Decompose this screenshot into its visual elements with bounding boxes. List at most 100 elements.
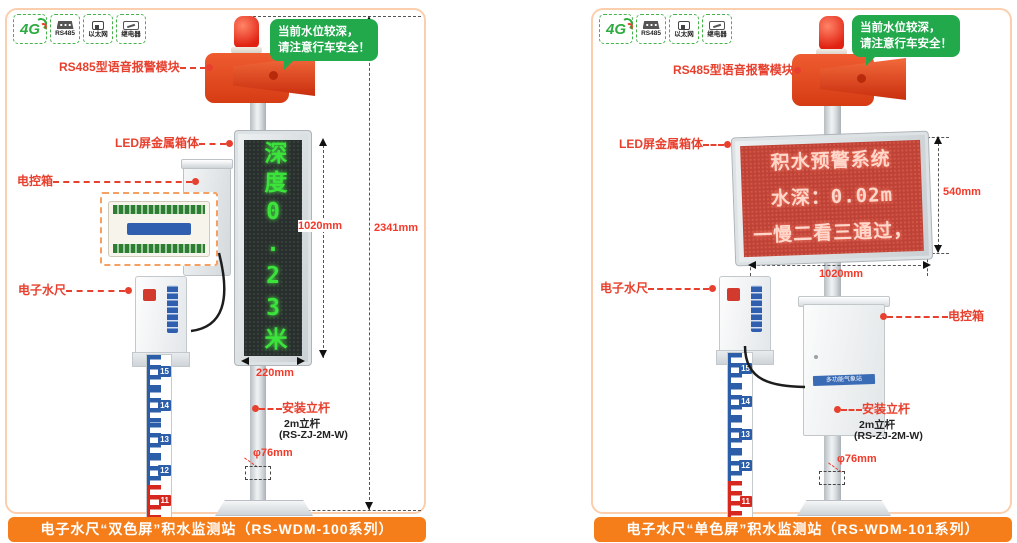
arrow-down-icon [934,245,942,253]
leader-dot [125,287,132,294]
relay-icon [709,20,725,30]
leader-dot [206,64,213,71]
ethernet-port-icon [678,20,690,30]
water-gauge-label-row: 电子水尺 [18,284,132,297]
speaker-label: RS485型语音报警模块 [673,63,794,77]
pole-label-row: 安装立杆 [252,402,330,415]
alarm-beacon-light [819,16,844,50]
controller-inset [100,192,218,266]
bottom-reference-line [247,510,421,511]
ruler-number: 13 [739,428,752,440]
arrow-up-icon [319,138,327,146]
pole-diameter-dimension: φ76mm [253,447,293,459]
leader-line [648,287,709,290]
sensor-cable [743,345,806,389]
badge-rs485: RS485 [50,14,80,44]
speaker-label-row: RS485型语音报警模块 [673,64,801,77]
arrow-left-icon [241,357,249,365]
control-cabinet: 多功能气象站 [803,304,885,436]
ruler-segment: 12 [728,451,752,481]
ruler-segment: 15 [728,353,752,385]
pole-model: (RS-ZJ-2M-W) [279,429,348,441]
badge-ethernet-label: 以太网 [674,30,694,38]
pole-label: 安装立杆 [281,401,330,415]
total-height-dimension-line [369,18,370,510]
led-display-box: 积水预警系统 水深：0.02m 一慢二看三通过， [730,130,934,267]
4g-icon: 4G [606,16,634,37]
speaker-driver [857,74,866,83]
water-ruler: 15 14 13 12 11 [146,354,172,518]
ruler-number: 11 [739,496,752,507]
pole-label: 安装立杆 [861,402,910,416]
pole-spec: 2m立杆 [284,418,321,430]
arrow-up-icon [934,136,942,144]
control-box-label: 电控箱 [947,309,984,323]
led-box-label: LED屏金属箱体 [619,137,704,151]
beacon-base [816,49,847,55]
relay-icon [123,20,139,30]
screen-width-dimension-line [752,265,926,266]
ruler-segment: 12 [147,456,171,485]
ruler-number: 12 [158,464,171,476]
terminal-block-bottom [112,243,206,253]
warning-line-2: 请注意行车安全！ [278,42,370,54]
arrow-right-icon [923,261,931,269]
4g-icon: 4G [20,16,48,37]
arrow-left-icon [748,261,756,269]
badge-rs485: RS485 [636,14,666,44]
badge-ethernet: 以太网 [83,14,113,44]
pole-label-row: 安装立杆 [834,403,910,416]
base-plate [797,500,891,516]
dim-tick [927,253,949,254]
water-gauge-label: 电子水尺 [600,281,649,295]
panel-dual-color-station: 4G RS485 以太网 继电器 2341mm 当前水位较深， 请注意行车安全！… [5,8,426,518]
led-box-label: LED屏金属箱体 [115,136,200,150]
ruler-number: 15 [739,363,752,374]
rs485-connector-icon [642,21,660,29]
water-gauge-label-row: 电子水尺 [600,282,716,295]
ruler-segment: 14 [147,388,171,423]
leader-dot [226,140,233,147]
screen-height-dimension: 540mm [943,186,981,198]
ruler-number: 14 [158,399,171,411]
beacon-base [231,47,262,53]
water-ruler: 15 14 13 12 11 [727,352,753,523]
base-plate [215,500,313,516]
controller-label-strip [126,222,192,236]
cabinet-lock [814,355,818,359]
badge-relay: 继电器 [702,14,732,44]
badge-ethernet-label: 以太网 [88,30,108,38]
screen-width-dimension: 1020mm [819,268,864,280]
screen-height-dimension-line [323,140,324,358]
arrow-down-icon [365,502,373,510]
pole-model: (RS-ZJ-2M-W) [854,430,923,442]
rtu-controller [107,201,211,257]
screen-height-dimension: 1020mm [298,220,343,232]
pole-diameter-box [245,466,271,480]
gauge-indicator-strip [751,284,762,332]
warning-speech-bubble: 当前水位较深， 请注意行车安全！ [270,19,378,70]
ethernet-port-icon [92,20,104,30]
arrow-down-icon [319,350,327,358]
badge-ethernet: 以太网 [669,14,699,44]
pole-spec: 2m立杆 [859,419,896,431]
warning-speech-bubble: 当前水位较深， 请注意行车安全！ [852,15,960,66]
alarm-beacon-light [234,16,259,48]
screen-width-dimension: 220mm [256,367,294,379]
ruler-number: 12 [739,460,752,471]
led-screen: 深度0.23米 [244,140,302,356]
ruler-number: 11 [158,495,171,506]
badge-relay-label: 继电器 [121,30,141,38]
product-banner-left: 电子水尺“双色屏”积水监测站（RS-WDM-100系列） [8,517,426,542]
arrow-right-icon [297,357,305,365]
control-box-label-row: 电控箱 [17,175,199,188]
control-box-label-row: 电控箱 [880,310,984,323]
leader-line [179,66,206,69]
warning-line-2: 请注意行车安全！ [860,38,952,50]
ruler-segment: 15 [147,355,171,388]
ruler-segment: 13 [147,423,171,456]
leader-line [259,407,282,410]
badge-relay-label: 继电器 [707,30,727,38]
rs485-connector-icon [56,21,74,29]
